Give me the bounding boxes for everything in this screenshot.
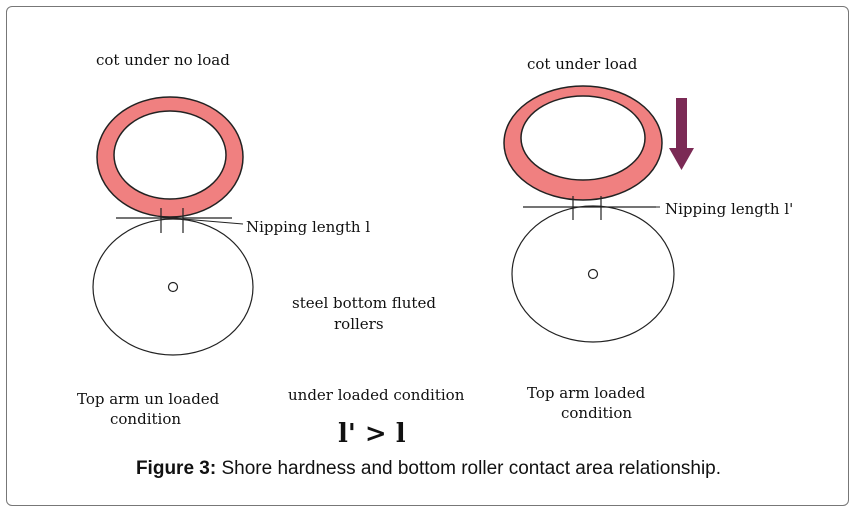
label-steel-2: rollers [334,315,384,333]
label-top-arm-unloaded-1: Top arm un loaded [77,390,220,408]
figure-caption: Figure 3: Shore hardness and bottom roll… [0,458,857,480]
label-cot-no-load: cot under no load [96,51,230,69]
left-assembly [92,96,254,356]
right-cot-bore [520,95,646,181]
label-nip-right: Nipping length l' [665,200,793,218]
label-nip-left: Nipping length l [246,218,370,236]
label-cot-load: cot under load [527,55,638,73]
left-nip-leader [182,218,244,225]
right-roller-center [587,268,599,280]
caption-text: Shore hardness and bottom roller contact… [216,458,722,479]
load-arrow-icon [669,98,694,170]
right-assembly [503,85,694,343]
label-relation: l' > l [338,419,406,449]
caption-prefix: Figure 3: [135,458,217,479]
label-top-arm-unloaded-2: condition [110,410,181,428]
left-cot-bore [113,110,227,200]
label-top-arm-loaded-2: condition [561,404,632,422]
label-steel-1: steel bottom fluted [292,294,436,312]
label-under-loaded: under loaded condition [288,386,465,404]
left-roller-center [167,281,179,293]
label-top-arm-loaded-1: Top arm loaded [527,384,646,402]
